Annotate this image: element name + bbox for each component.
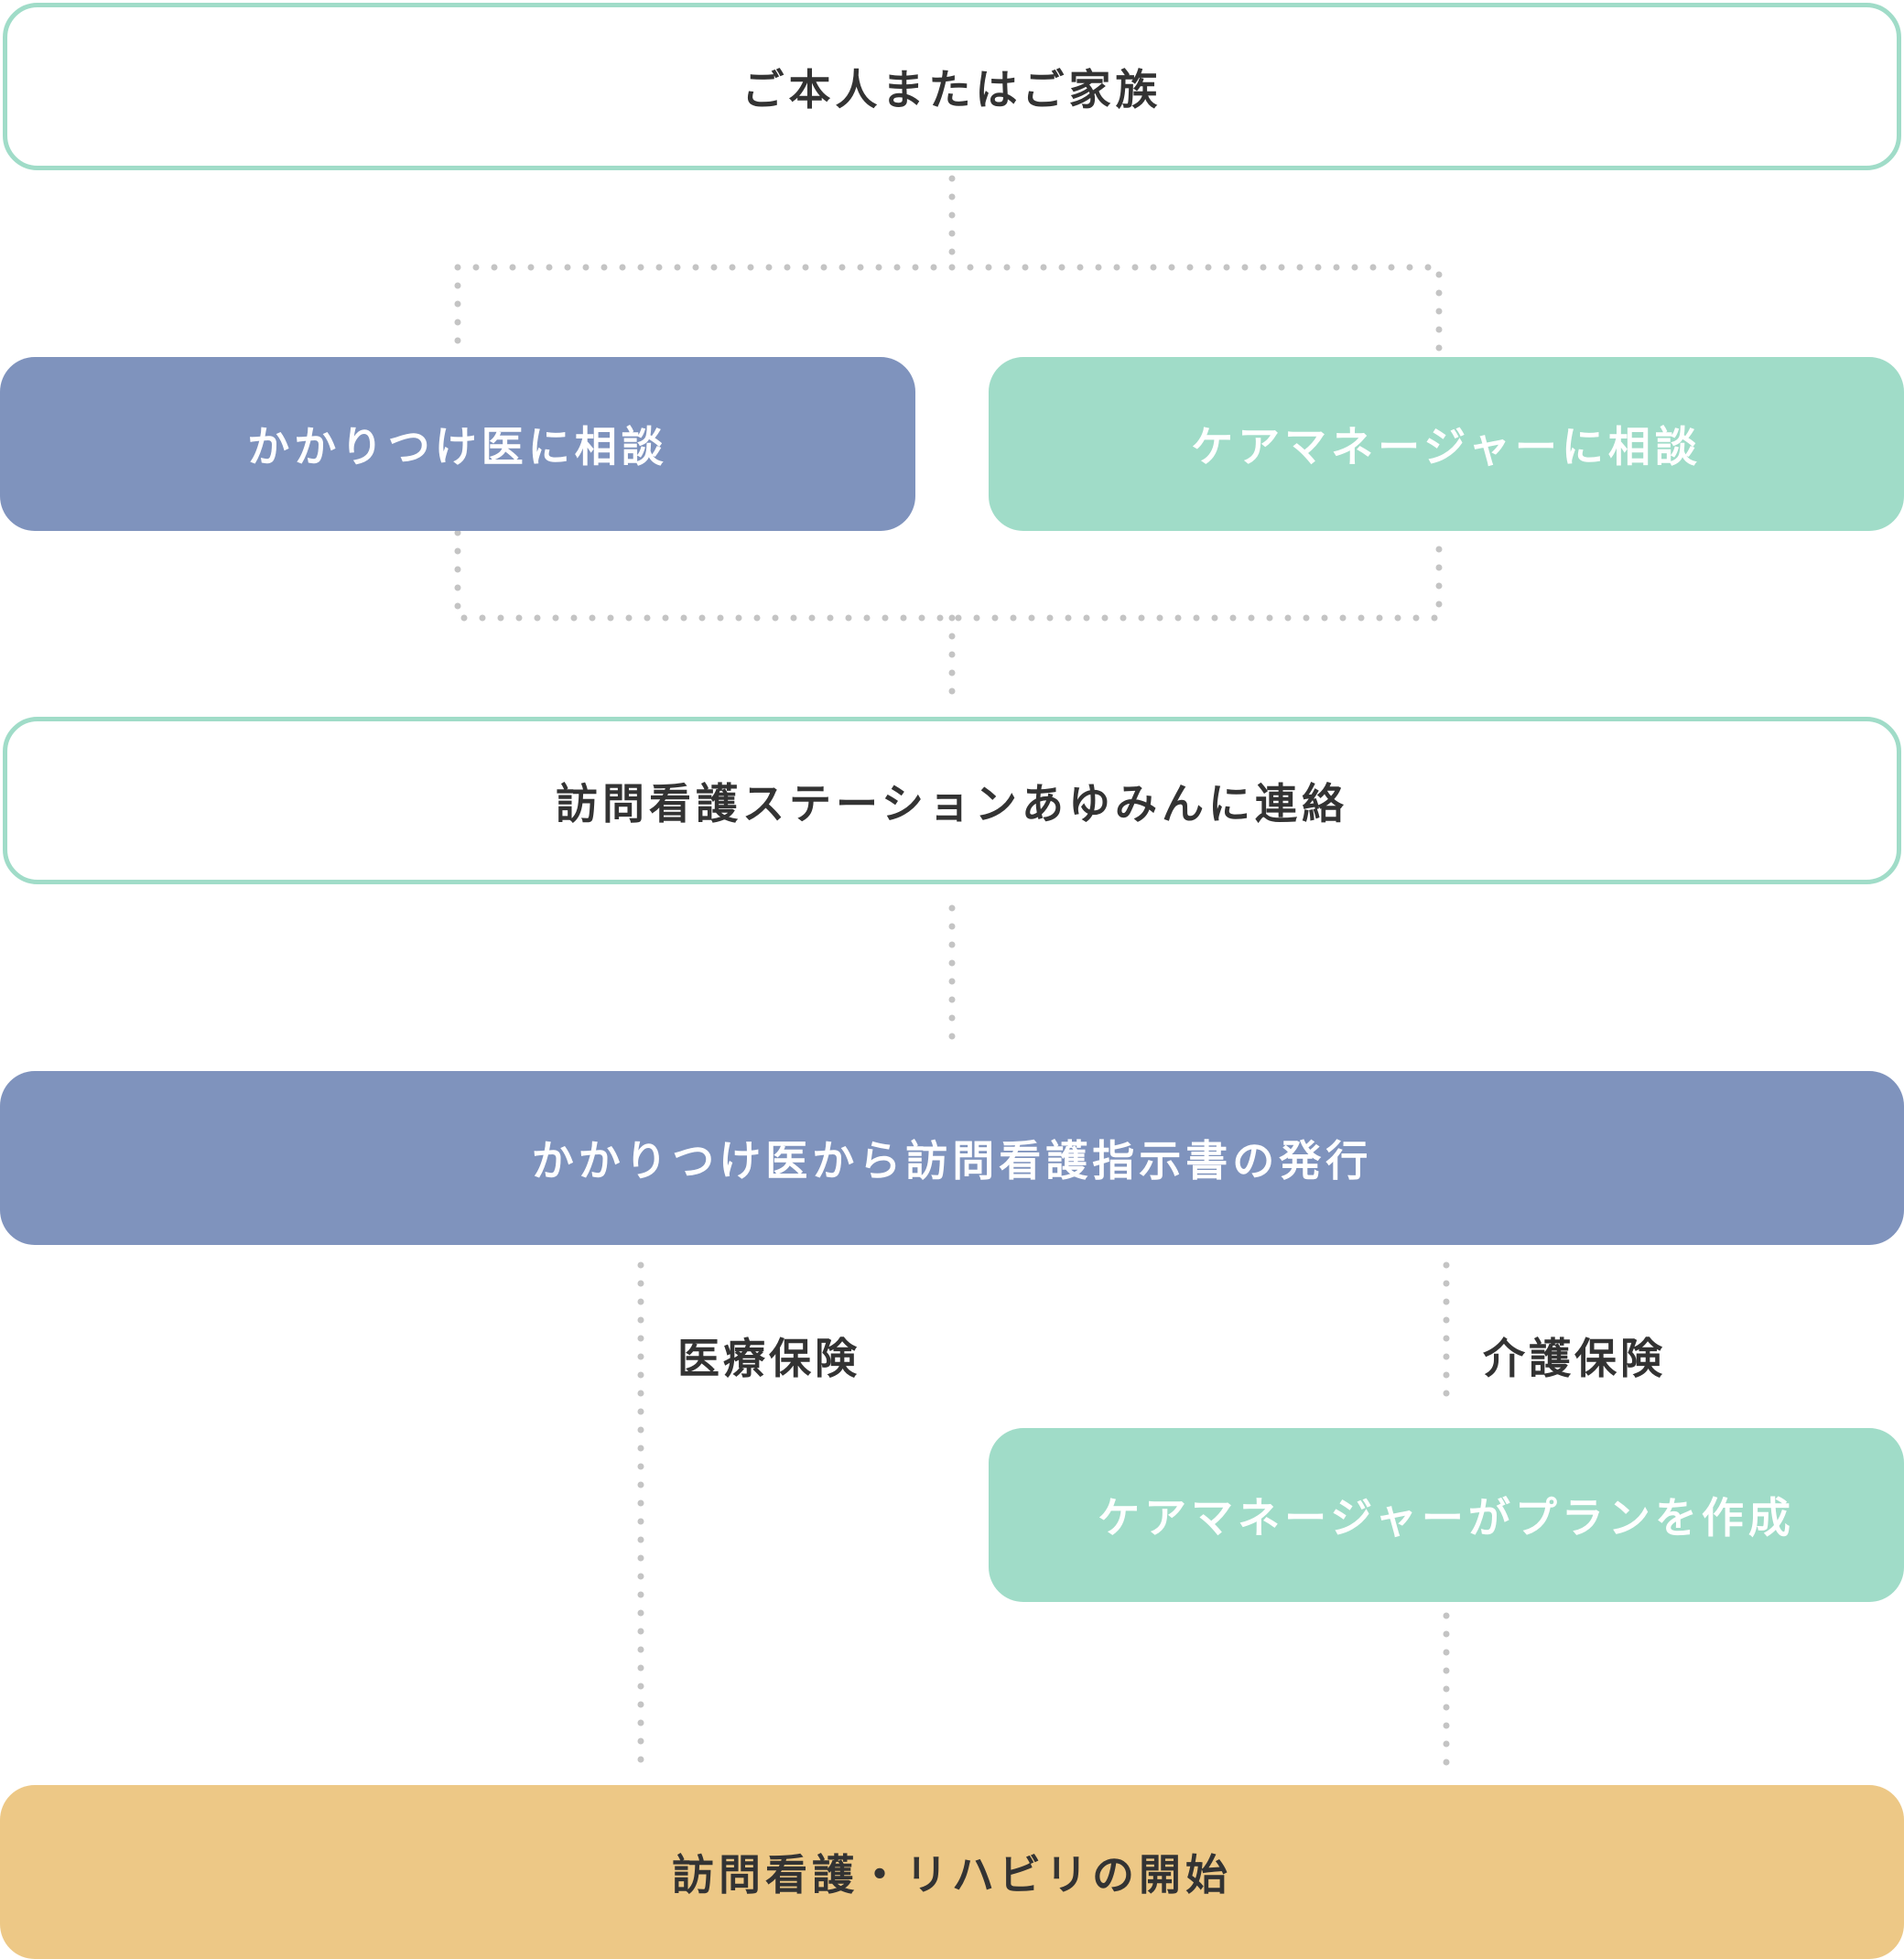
- care-manager-consult-box: ケアマネージャーに相談: [989, 357, 1904, 531]
- connector-top-split: [454, 264, 1443, 356]
- doctor-consult-box: かかりつけ医に相談: [0, 357, 915, 531]
- care-plan-label: ケアマネージャーがプランを作成: [1098, 1493, 1795, 1542]
- care-plan-box: ケアマネージャーがプランを作成: [989, 1428, 1904, 1602]
- service-start-label: 訪問看護・リハビリの開始: [672, 1850, 1232, 1899]
- family-label: ご本人またはご家族: [741, 64, 1163, 114]
- care-manager-consult-label: ケアマネージャーに相談: [1191, 422, 1702, 471]
- instruction-issue-box: かかりつけ医から訪問看護指示書の発行: [0, 1071, 1904, 1245]
- connector-bottom-merge: [454, 529, 1443, 622]
- station-contact-label: 訪問看護ステーションあゆみんに連絡: [555, 778, 1349, 828]
- doctor-consult-label: かかりつけ医に相談: [247, 422, 668, 471]
- medical-insurance-label: 医療保険: [677, 1334, 860, 1383]
- station-contact-box: 訪問看護ステーションあゆみんに連絡: [3, 717, 1901, 884]
- care-insurance-label: 介護保険: [1483, 1334, 1666, 1383]
- service-start-box: 訪問看護・リハビリの開始: [0, 1785, 1904, 1959]
- instruction-issue-label: かかりつけ医から訪問看護指示書の発行: [531, 1136, 1373, 1185]
- family-box: ご本人またはご家族: [3, 3, 1901, 170]
